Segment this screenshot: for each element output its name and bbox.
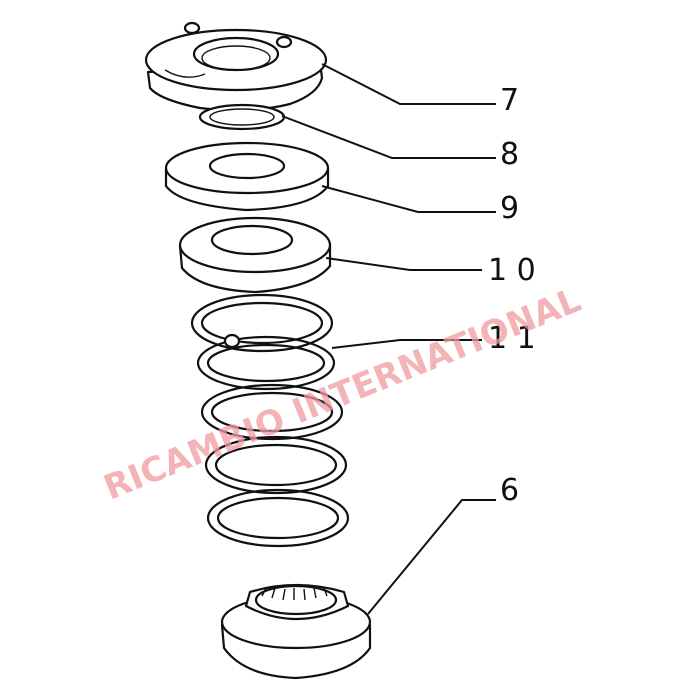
- part-9-washer: [164, 141, 330, 212]
- callout-6: 6: [500, 473, 519, 508]
- callout-7: 7: [500, 83, 519, 118]
- leader-11: [331, 339, 482, 349]
- part-10-bushing: [178, 216, 332, 294]
- leader-7: [321, 63, 496, 105]
- callout-numbers: 7 8 9 1 0 1 1 6: [488, 83, 536, 508]
- callout-11: 1 1: [488, 321, 536, 356]
- leader-6: [367, 499, 496, 615]
- callout-10: 1 0: [488, 253, 536, 288]
- part-6-spring-seat: [220, 583, 372, 680]
- part-8-thin-ring: [198, 103, 286, 131]
- callout-9: 9: [500, 191, 519, 226]
- callout-8: 8: [500, 137, 519, 172]
- part-7-top-mount: [144, 21, 328, 112]
- leader-lines: [281, 63, 496, 615]
- leader-10: [325, 257, 482, 271]
- part-11-coil-spring: [190, 293, 350, 548]
- leader-8: [281, 115, 496, 159]
- leader-9: [321, 185, 496, 213]
